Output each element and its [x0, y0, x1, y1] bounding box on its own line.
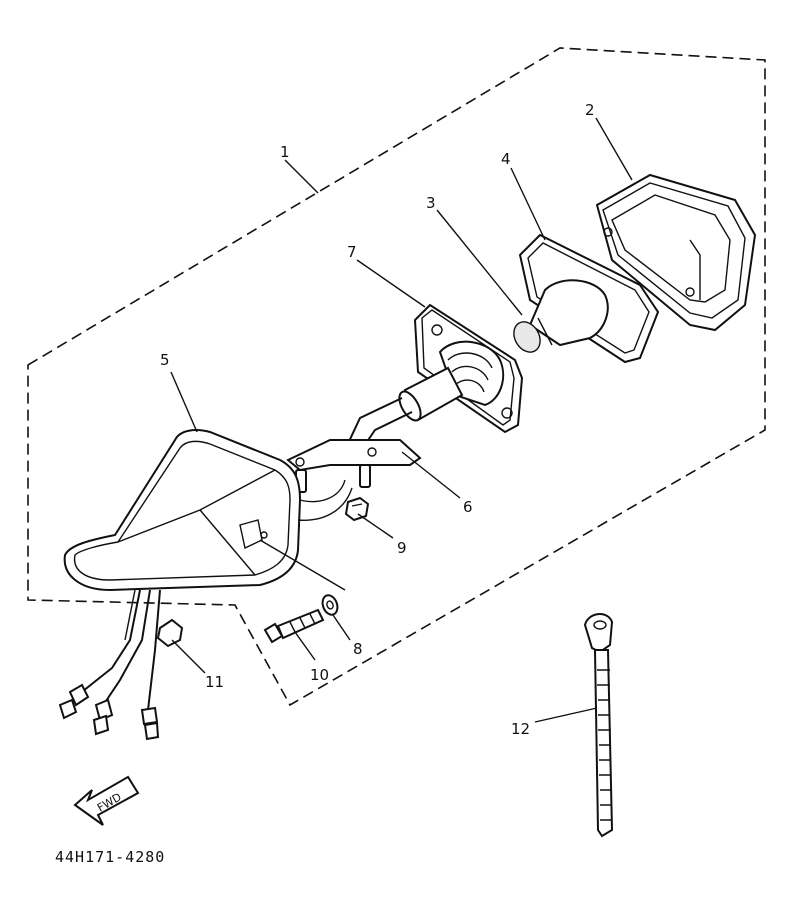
part-7-socket-plate: [344, 303, 524, 456]
assembly-boundary: [27, 47, 766, 707]
callout-8: 8: [353, 640, 363, 658]
part-code-label: 44H171-4280: [55, 848, 165, 866]
part-8-washer: [321, 594, 339, 616]
part-5-housing: [58, 429, 353, 741]
part-10-screw: [263, 608, 325, 644]
fwd-arrow-icon: FWD: [73, 775, 140, 826]
callout-5: 5: [160, 351, 170, 369]
part-9-nut: [344, 496, 370, 522]
callout-11: 11: [205, 673, 224, 691]
part-2-lens: [595, 173, 757, 332]
callout-7: 7: [347, 243, 357, 261]
callout-12: 12: [511, 720, 530, 738]
leader-lines: [170, 117, 633, 723]
callout-2: 2: [585, 101, 595, 119]
callout-9: 9: [397, 539, 407, 557]
part-11-clip: [156, 618, 184, 648]
callout-3: 3: [426, 194, 436, 212]
callout-10: 10: [310, 666, 329, 684]
part-3-bulb: [513, 279, 609, 353]
part-12-cable-tie: [583, 613, 614, 838]
callout-6: 6: [463, 498, 473, 516]
callout-4: 4: [501, 150, 511, 168]
part-6-bracket: [286, 439, 422, 493]
callout-1: 1: [280, 143, 290, 161]
